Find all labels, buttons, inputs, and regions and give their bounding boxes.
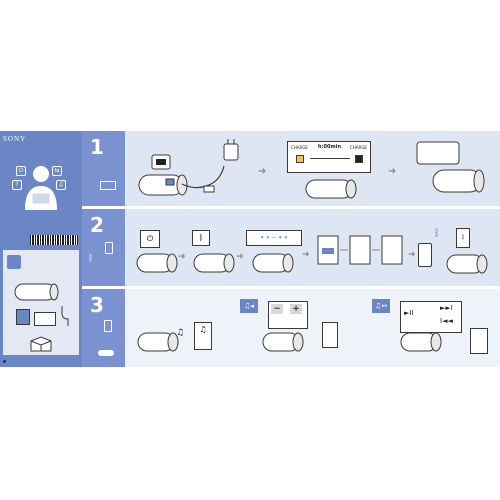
music-note-icon: ♫ [56, 180, 66, 190]
arrow-2: ➜ [388, 166, 397, 177]
step3-phone-icon [104, 320, 112, 332]
step3-speaker-3 [400, 332, 442, 352]
music-note-icon: ♫ [176, 328, 185, 338]
step3-phone-volume [322, 322, 338, 348]
footnote-mark [3, 360, 6, 363]
charge-indicator-light-left [296, 155, 304, 163]
smartphone-icon [105, 242, 113, 254]
brand-logo: SONY [3, 135, 27, 143]
volume-up-button: + [290, 304, 302, 314]
power-adapter-icon [223, 139, 239, 161]
usb-cable-icon [181, 165, 225, 193]
next-track-icon: ►►I [440, 304, 453, 312]
step2-speaker-2 [193, 253, 235, 273]
arrow-5: ➜ [302, 250, 310, 260]
step2-phone-settings [317, 235, 403, 265]
step2-speaker-3 [252, 253, 294, 273]
barcode [30, 235, 78, 245]
charge-time: h:00min [318, 144, 342, 150]
step-bar-1 [82, 131, 125, 206]
step2-bluetooth-badge: ᛒ [434, 228, 440, 239]
charge-label-right: CHARGE [350, 145, 367, 150]
charge-progress-arrow [310, 158, 350, 159]
step1-speaker-port [138, 154, 188, 196]
arrow-1: ➜ [258, 166, 267, 177]
arrow-4: ➜ [236, 252, 244, 262]
manual-icon [16, 309, 30, 325]
step2-bluetooth-button-panel: ᛒ [192, 230, 210, 246]
step3-speaker-2 [262, 332, 304, 352]
step-number-3: 3 [90, 293, 104, 317]
volume-icon: ♫◂ [240, 299, 258, 313]
step3-controls-panel [400, 301, 462, 333]
cardboard-box-icon [30, 336, 52, 352]
arrow-3: ➜ [178, 252, 186, 262]
charge-label-left: CHARGE [291, 145, 308, 150]
connect-icon: ⇆ [52, 166, 62, 176]
track-control-icon: ♫↔ [372, 299, 390, 313]
step2-power-button-panel: ⏻ [140, 230, 160, 248]
step-number-1: 1 [90, 135, 104, 159]
speaker-icon [14, 283, 59, 301]
step3-phone-tracks [470, 328, 488, 354]
play-pause-icon: ►II [404, 309, 414, 317]
step-bar-2 [82, 209, 125, 286]
step3-speaker-icon [98, 350, 114, 356]
card-icon [34, 312, 56, 326]
person-reading-icon [25, 166, 57, 210]
step2-paired-indicator: ᛒ [456, 228, 470, 248]
box-contents-header-icon [7, 255, 21, 269]
step1-speaker-charging [305, 179, 357, 199]
step2-phone [418, 243, 432, 267]
step2-speaker-4 [446, 254, 488, 274]
step2-speaker-1 [136, 253, 178, 273]
step2-row [125, 209, 500, 286]
question-icon: ? [12, 180, 22, 190]
step3-phone-play: ♫ [194, 322, 212, 350]
volume-down-button: − [271, 304, 283, 314]
step3-speaker-1 [137, 332, 179, 352]
bluetooth-icon: ᛒ [88, 254, 94, 264]
charge-indicator-light-right [355, 155, 363, 163]
previous-track-icon: I◄◄ [440, 317, 453, 325]
step1-speaker-port-closed [416, 141, 485, 193]
power-icon: ⏻ [16, 166, 26, 176]
step-number-2: 2 [90, 213, 104, 237]
step1-charge-icon [100, 181, 116, 190]
usb-cable-icon [61, 306, 69, 326]
step2-indicator-panel: ✶ ✶ — ✶ ✶ [246, 230, 302, 246]
arrow-6: ➜ [408, 250, 416, 260]
